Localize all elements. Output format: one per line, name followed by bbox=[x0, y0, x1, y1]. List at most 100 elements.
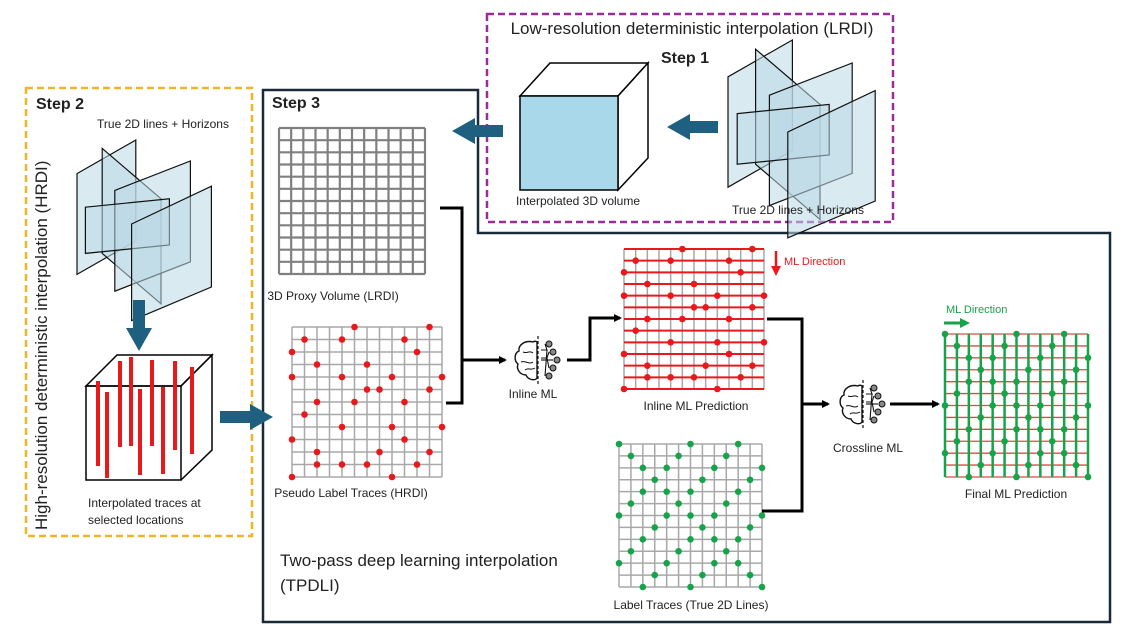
trace-point bbox=[363, 461, 371, 468]
trace-point bbox=[1037, 354, 1044, 362]
trace-point bbox=[1037, 402, 1044, 409]
trace-point bbox=[1048, 437, 1056, 445]
trace-point bbox=[941, 402, 949, 409]
trace-point bbox=[760, 292, 768, 299]
trace-point bbox=[644, 374, 651, 381]
circuit-node bbox=[870, 384, 878, 392]
trace-point bbox=[1084, 354, 1092, 362]
step2-planes-icon bbox=[76, 138, 212, 322]
trace-point bbox=[690, 304, 698, 311]
trace-point bbox=[722, 452, 730, 460]
inline-ml-brain-icon[interactable] bbox=[514, 336, 561, 384]
trace-point bbox=[426, 323, 433, 331]
crossline-ml-brain-icon[interactable] bbox=[839, 380, 886, 428]
trace-point bbox=[620, 350, 628, 358]
trace-point bbox=[663, 559, 670, 567]
trace-point bbox=[639, 536, 647, 543]
trace-point bbox=[734, 488, 742, 495]
circuit-line bbox=[541, 349, 548, 377]
inline-ml-direction: ML Direction bbox=[771, 251, 845, 276]
tpdli-title-line2: (TPDLI) bbox=[280, 576, 340, 595]
trace-point bbox=[687, 583, 694, 591]
trace-point bbox=[1084, 473, 1092, 481]
trace-point bbox=[667, 339, 674, 346]
proxy-volume-label: 3D Proxy Volume (LRDI) bbox=[267, 289, 398, 303]
trace-point bbox=[953, 390, 961, 397]
trace-point bbox=[338, 373, 346, 381]
trace-point bbox=[734, 536, 742, 543]
trace-point bbox=[1048, 390, 1056, 397]
trace-point bbox=[376, 386, 383, 393]
crossline-ml-direction-label: ML Direction bbox=[946, 304, 1007, 316]
trace-point bbox=[615, 440, 623, 448]
trace-point bbox=[620, 269, 628, 276]
trace-point bbox=[1013, 378, 1020, 385]
trace-point bbox=[977, 414, 985, 421]
trace-point bbox=[663, 488, 670, 495]
label-traces-grid bbox=[615, 440, 766, 591]
trace-point bbox=[438, 373, 446, 381]
trace-point bbox=[965, 473, 973, 481]
trace-point bbox=[989, 402, 996, 409]
circuit-line bbox=[866, 401, 875, 413]
circuit-node bbox=[870, 416, 878, 424]
trace-point bbox=[1072, 414, 1080, 421]
step1-cube-label: Interpolated 3D volume bbox=[516, 194, 640, 208]
trace-point bbox=[1025, 414, 1032, 421]
trace-point bbox=[1001, 390, 1008, 397]
step1-planes-icon bbox=[727, 38, 876, 239]
trace-point bbox=[401, 436, 408, 443]
step1-planes-label: True 2D lines + Horizons bbox=[732, 203, 864, 217]
trace-point bbox=[953, 437, 961, 445]
trace-point bbox=[426, 386, 433, 393]
trace-point bbox=[749, 362, 756, 369]
trace-point bbox=[338, 423, 346, 431]
trace-point bbox=[714, 292, 721, 299]
trace-point bbox=[675, 452, 682, 460]
trace-point bbox=[401, 336, 408, 343]
trace-point bbox=[288, 473, 296, 481]
trace-point bbox=[758, 583, 766, 591]
trace-point bbox=[687, 488, 694, 495]
trace-point bbox=[1060, 449, 1068, 457]
trace-point bbox=[711, 536, 718, 543]
trace-point bbox=[989, 449, 996, 457]
trace-point bbox=[663, 464, 670, 472]
circuit-line bbox=[866, 393, 873, 421]
step2-traces-label-line2: selected locations bbox=[88, 513, 183, 527]
step3-label: Step 3 bbox=[272, 95, 320, 112]
trace-point bbox=[1060, 426, 1068, 433]
step2-down-arrow-icon bbox=[126, 300, 152, 351]
circuit-node bbox=[545, 340, 553, 348]
trace-point bbox=[1013, 330, 1020, 338]
trace-point bbox=[941, 330, 949, 338]
trace-point bbox=[711, 559, 718, 567]
trace-point bbox=[722, 547, 730, 555]
trace-point bbox=[1037, 449, 1044, 457]
interpolated-3d-volume-cube bbox=[518, 61, 650, 192]
trace-point bbox=[675, 500, 682, 507]
trace-point bbox=[639, 464, 647, 472]
trace-point bbox=[313, 448, 321, 456]
label-traces-label: Label Traces (True 2D Lines) bbox=[614, 598, 769, 612]
trace-point bbox=[1037, 426, 1044, 433]
trace-point bbox=[620, 385, 628, 393]
plane bbox=[131, 185, 212, 322]
trace-point bbox=[632, 327, 639, 334]
step1-arrow-icon bbox=[667, 114, 718, 140]
brain-half bbox=[514, 340, 538, 381]
inline-ml-label: Inline ML bbox=[509, 387, 558, 401]
trace-point bbox=[338, 336, 346, 343]
step3-border bbox=[261, 88, 1112, 624]
trace-point bbox=[615, 512, 623, 519]
circuit-line bbox=[541, 351, 550, 359]
trace-point bbox=[675, 547, 682, 555]
trace-point bbox=[288, 373, 296, 381]
trace-point bbox=[639, 488, 647, 495]
trace-point bbox=[989, 354, 996, 362]
trace-point bbox=[737, 269, 744, 276]
trace-point bbox=[288, 436, 296, 443]
step2-traces-label-line1: Interpolated traces at bbox=[88, 496, 201, 510]
trace-point bbox=[749, 245, 756, 253]
lrdi-to-proxy-arrow-icon bbox=[452, 118, 503, 144]
